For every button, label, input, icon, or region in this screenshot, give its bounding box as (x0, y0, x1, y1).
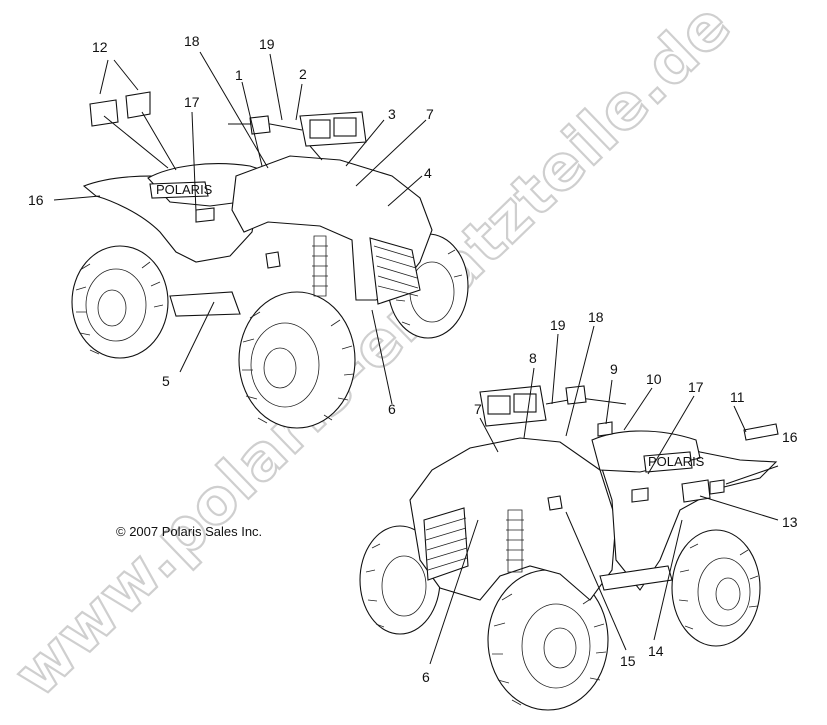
callout-14: 14 (648, 643, 664, 659)
headlight-upper-b (333, 117, 357, 137)
callouts-lower: 19 18 8 9 10 17 11 7 16 13 6 15 14 (422, 309, 798, 685)
side-panel-upper (265, 251, 281, 269)
rear-wheel-lower (671, 529, 761, 647)
callout-17-lower: 17 (688, 379, 704, 395)
decal-12a (89, 99, 119, 127)
headlight-lower-b (513, 393, 537, 413)
handlebar-control-upper (249, 115, 271, 135)
polaris-decal-text-lower: POLARIS (648, 454, 705, 469)
leader-lines (53, 51, 779, 665)
headlight-upper-a (309, 119, 331, 139)
side-decal-upper (195, 207, 215, 223)
callout-12: 12 (92, 39, 108, 55)
side-panel-lower (547, 495, 563, 511)
polaris-decal-text-upper: POLARIS (156, 182, 213, 197)
front-wheel-upper (238, 291, 356, 429)
callout-9: 9 (610, 361, 618, 377)
callout-7-upper: 7 (426, 106, 434, 122)
callouts-upper: 12 18 19 1 2 17 3 7 16 4 5 6 (28, 33, 434, 417)
callout-18-upper: 18 (184, 33, 200, 49)
callout-2: 2 (299, 66, 307, 82)
callout-6-upper: 6 (388, 401, 396, 417)
decal-polaris-lower (643, 451, 693, 473)
callout-5: 5 (162, 373, 170, 389)
decal-12b (125, 91, 151, 119)
callout-1: 1 (235, 67, 243, 83)
callout-16-upper: 16 (28, 192, 44, 208)
headlight-lower-a (487, 395, 511, 415)
atv-upper-left: POLARIS (71, 91, 469, 429)
footwell-upper (169, 291, 241, 317)
decal-polaris-upper (149, 181, 209, 199)
callout-17-upper: 17 (184, 94, 200, 110)
callout-19-upper: 19 (259, 36, 275, 52)
callout-15: 15 (620, 653, 636, 669)
callout-19-lower: 19 (550, 317, 566, 333)
callout-10: 10 (646, 371, 662, 387)
callout-11: 11 (730, 389, 745, 405)
callout-18-lower: 18 (588, 309, 604, 325)
callout-6-lower: 6 (422, 669, 430, 685)
rear-panel-lower (681, 479, 711, 503)
side-decal-lower (631, 487, 649, 503)
front-wheel-lower (487, 569, 609, 711)
decal-11 (743, 423, 779, 441)
tail-light-lower (709, 479, 725, 495)
callout-4: 4 (424, 165, 432, 181)
footrest-lower (599, 565, 673, 591)
callout-3: 3 (388, 106, 396, 122)
rear-wheel-upper (71, 245, 169, 359)
callout-16-lower: 16 (782, 429, 798, 445)
callout-8: 8 (529, 350, 537, 366)
copyright-text: © 2007 Polaris Sales Inc. (116, 524, 262, 539)
decal-10 (597, 421, 613, 437)
callout-13: 13 (782, 514, 798, 530)
callout-7-lower: 7 (474, 401, 482, 417)
atv-lower-right: POLARIS (359, 385, 779, 711)
